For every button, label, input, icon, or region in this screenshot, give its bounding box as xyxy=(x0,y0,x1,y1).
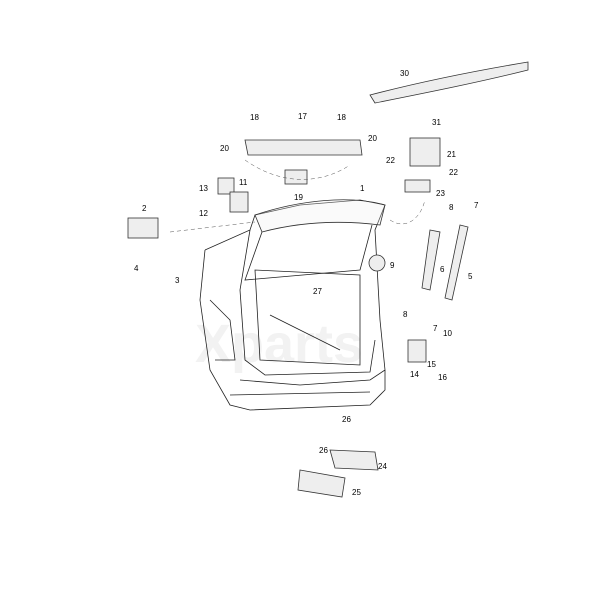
callout-15: 15 xyxy=(427,360,436,369)
callout-22: 22 xyxy=(386,156,395,165)
callout-8: 8 xyxy=(403,310,408,319)
callout-7: 7 xyxy=(474,201,479,210)
callout-20: 20 xyxy=(368,134,377,143)
callout-31: 31 xyxy=(432,118,441,127)
lock-24 xyxy=(329,449,379,471)
brake-light xyxy=(244,139,363,156)
lock-25 xyxy=(297,469,346,498)
grommet-9 xyxy=(368,254,386,272)
tailgate xyxy=(244,199,386,281)
car-body xyxy=(199,199,386,411)
hinge-2 xyxy=(127,217,159,239)
callout-13: 13 xyxy=(199,184,208,193)
callout-26: 26 xyxy=(319,446,328,455)
callout-5: 5 xyxy=(468,272,473,281)
callout-12: 12 xyxy=(199,209,208,218)
callout-17: 17 xyxy=(298,112,307,121)
gas-strut-6 xyxy=(421,229,441,291)
callout-25: 25 xyxy=(352,488,361,497)
callout-27: 27 xyxy=(313,287,322,296)
callout-20: 20 xyxy=(220,144,229,153)
callout-11: 11 xyxy=(239,178,248,187)
callout-19: 19 xyxy=(294,193,303,202)
callout-16: 16 xyxy=(438,373,447,382)
callout-26: 26 xyxy=(342,415,351,424)
callout-4: 4 xyxy=(134,264,139,273)
callout-18: 18 xyxy=(250,113,259,122)
cap-13 xyxy=(217,177,235,195)
callout-10: 10 xyxy=(443,329,452,338)
lock-14 xyxy=(407,339,427,363)
gas-strut-5 xyxy=(444,224,469,301)
callout-18: 18 xyxy=(337,113,346,122)
callout-8: 8 xyxy=(449,203,454,212)
callout-3: 3 xyxy=(175,276,180,285)
hinge xyxy=(409,137,441,167)
callout-30: 30 xyxy=(400,69,409,78)
spoiler xyxy=(369,61,529,104)
callout-14: 14 xyxy=(410,370,419,379)
callout-7: 7 xyxy=(433,324,438,333)
callout-22: 22 xyxy=(449,168,458,177)
callouts: 30 31 21 22 22 23 18 17 18 20 20 11 13 1… xyxy=(134,69,479,497)
callout-9: 9 xyxy=(390,261,395,270)
callout-23: 23 xyxy=(436,189,445,198)
callout-21: 21 xyxy=(447,150,456,159)
callout-6: 6 xyxy=(440,265,445,274)
bracket xyxy=(404,179,431,193)
part-11 xyxy=(229,191,249,213)
callout-2: 2 xyxy=(142,204,147,213)
callout-24: 24 xyxy=(378,462,387,471)
part-19 xyxy=(284,169,308,185)
watermark: Xparts xyxy=(195,314,363,374)
callout-1: 1 xyxy=(360,184,365,193)
